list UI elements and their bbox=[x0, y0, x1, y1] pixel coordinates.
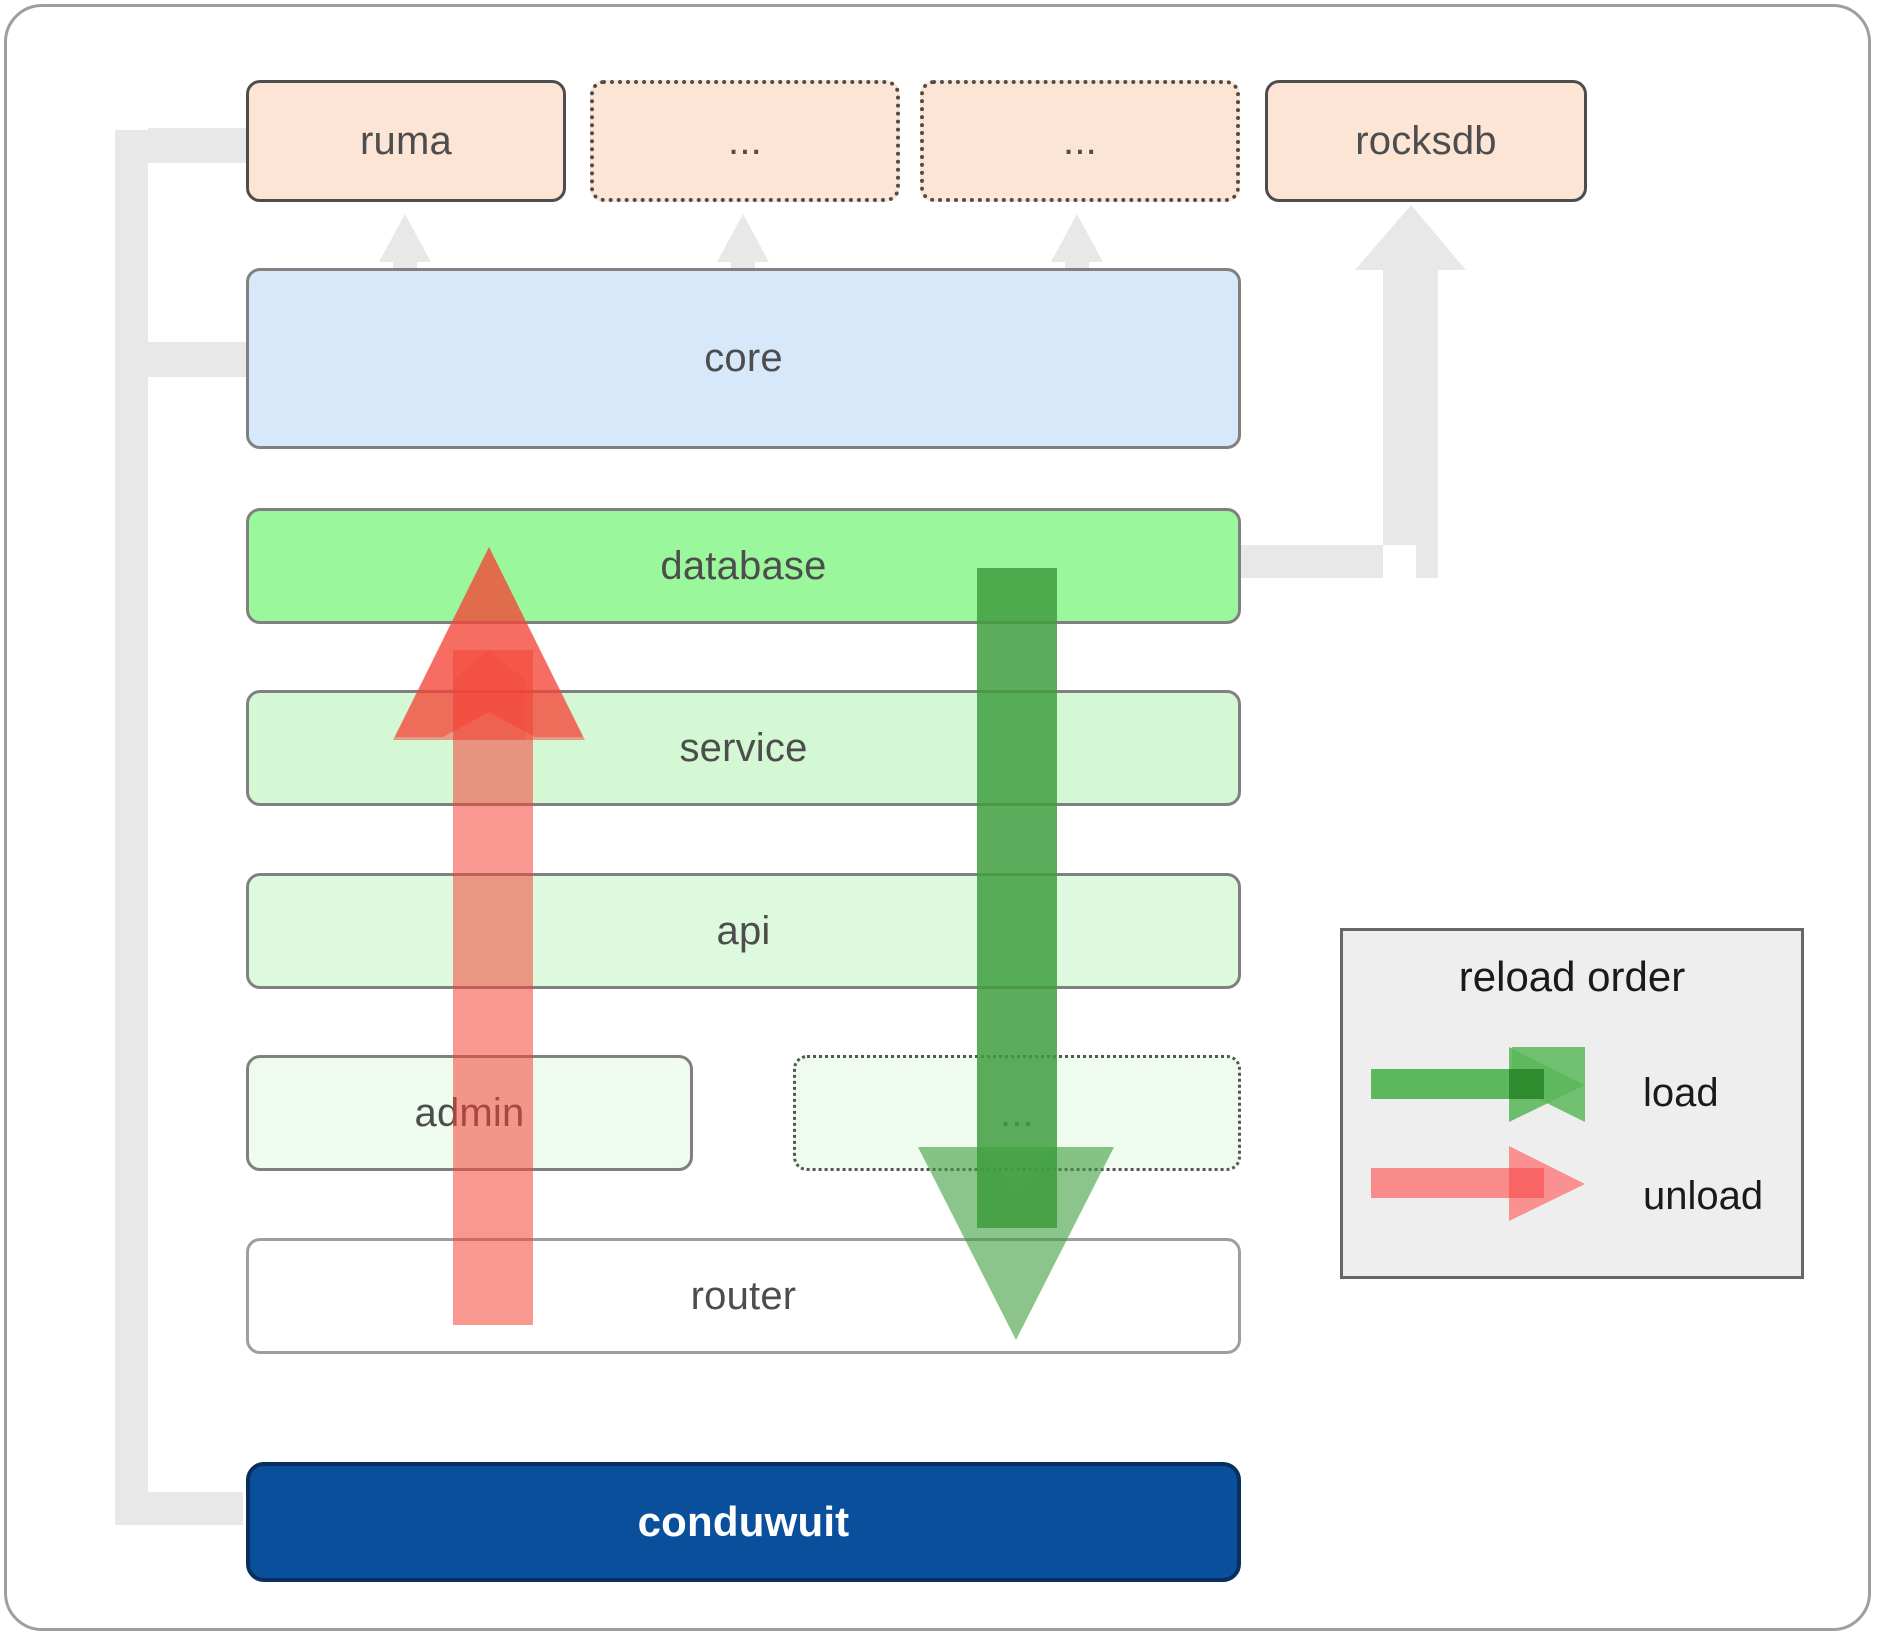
crate-label-dots1: ... bbox=[728, 118, 762, 163]
binary-label-conduwuit: conduwuit bbox=[637, 1498, 850, 1545]
crate-label-rocksdb: rocksdb bbox=[1355, 118, 1497, 163]
layer-label-database: database bbox=[660, 543, 827, 588]
crate-box-dots2[interactable]: ... bbox=[920, 80, 1240, 202]
layer-box-database[interactable]: database bbox=[246, 508, 1241, 624]
legend-unload-arrow bbox=[1371, 1146, 1585, 1221]
crate-label-ruma: ruma bbox=[360, 118, 452, 163]
connector-core-to-ruma-small bbox=[379, 214, 431, 272]
layer-label-router: router bbox=[690, 1273, 797, 1318]
layer-box-router[interactable]: router bbox=[246, 1238, 1241, 1354]
connector-core-to-dots1-small bbox=[717, 214, 769, 272]
layer-label-api: api bbox=[716, 908, 771, 953]
crate-box-ruma[interactable]: ruma bbox=[246, 80, 566, 202]
legend-title: reload order bbox=[1458, 953, 1686, 1000]
layer-label-dots3: ... bbox=[1000, 1090, 1034, 1135]
legend-load-arrow bbox=[1371, 1047, 1585, 1122]
crate-label-dots2: ... bbox=[1063, 118, 1097, 163]
connector-database-to-rocksdb bbox=[1238, 205, 1466, 578]
layer-box-api[interactable]: api bbox=[246, 873, 1241, 989]
binary-box-conduwuit[interactable]: conduwuit bbox=[246, 1462, 1241, 1582]
layer-box-service[interactable]: service bbox=[246, 690, 1241, 806]
layer-label-service: service bbox=[679, 725, 808, 770]
core-label: core bbox=[704, 336, 783, 380]
crate-box-rocksdb[interactable]: rocksdb bbox=[1265, 80, 1587, 202]
layer-box-dots3[interactable]: ... bbox=[793, 1055, 1241, 1171]
connector-core-to-dots2-small bbox=[1051, 214, 1103, 272]
crate-box-dots1[interactable]: ... bbox=[590, 80, 900, 202]
legend-arrows bbox=[1371, 1047, 1585, 1221]
core-box[interactable]: core bbox=[246, 268, 1241, 449]
legend-panel: reload order load unload bbox=[1340, 928, 1804, 1279]
connector-conduwuit-to-core-and-ruma bbox=[115, 130, 243, 1525]
legend-label-load: load bbox=[1643, 1071, 1719, 1115]
layer-box-admin[interactable]: admin bbox=[246, 1055, 693, 1171]
layer-label-admin: admin bbox=[414, 1090, 525, 1135]
legend-label-unload: unload bbox=[1643, 1174, 1764, 1218]
